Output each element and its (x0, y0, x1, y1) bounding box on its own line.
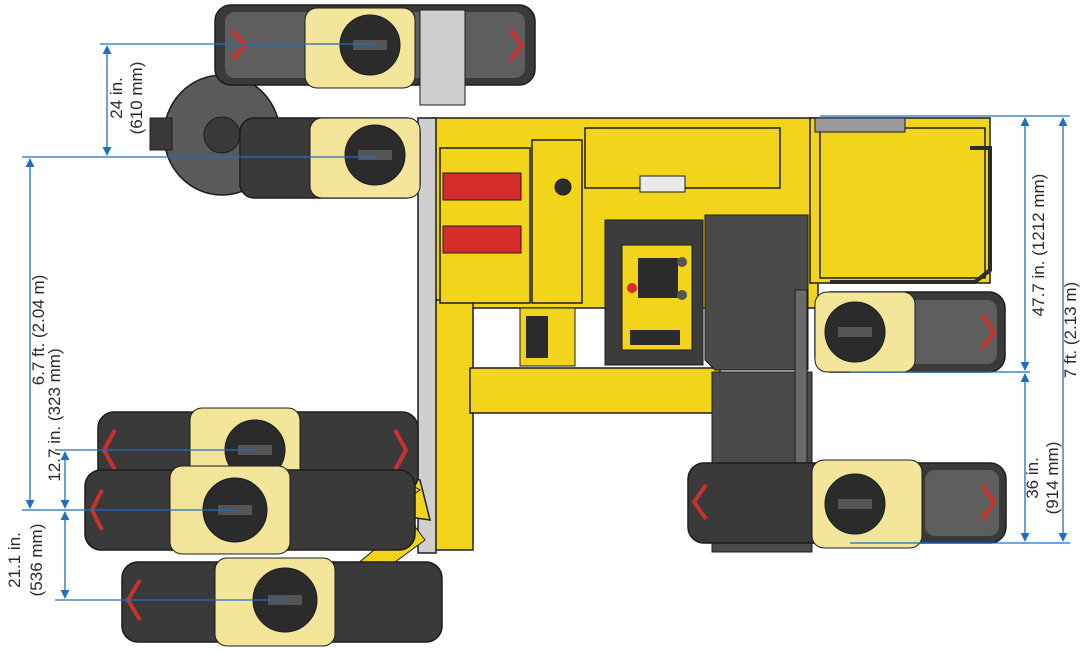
dim-label-477in: 47.7 in. (1212 mm) (1029, 174, 1048, 317)
track-right-upper (814, 291, 1006, 373)
track-top-left (214, 4, 536, 106)
dim-label-36in-line1: 36 in. (1023, 457, 1042, 499)
dim-label-211in-line2: (536 mm) (27, 524, 46, 597)
top-right-handle (814, 117, 906, 133)
control-panel (604, 219, 704, 366)
red-warning-panel (442, 225, 522, 254)
hydraulic-cover (704, 214, 809, 371)
track-left-c (121, 557, 443, 647)
dim-label-36in-line2: (914 mm) (1043, 442, 1062, 515)
track-upper-left (239, 117, 421, 199)
dim-label-24in-line1: 24 in. (107, 77, 126, 119)
red-warning-panel (442, 172, 522, 201)
dim-label-211in-line1: 21.1 in. (5, 532, 24, 588)
dim-label-24in-line2: (610 mm) (127, 62, 146, 135)
dim-label-7ft: 7 ft. (2.13 m) (1061, 282, 1080, 378)
dim-label-127in: 12.7 in. (323 mm) (45, 348, 64, 481)
track-right-lower (687, 459, 1007, 549)
track-left-b (84, 465, 416, 555)
dimension-lines (22, 43, 1070, 601)
label-plate (639, 175, 686, 193)
dim-label-67ft: 6.7 ft. (2.04 m) (29, 275, 48, 386)
